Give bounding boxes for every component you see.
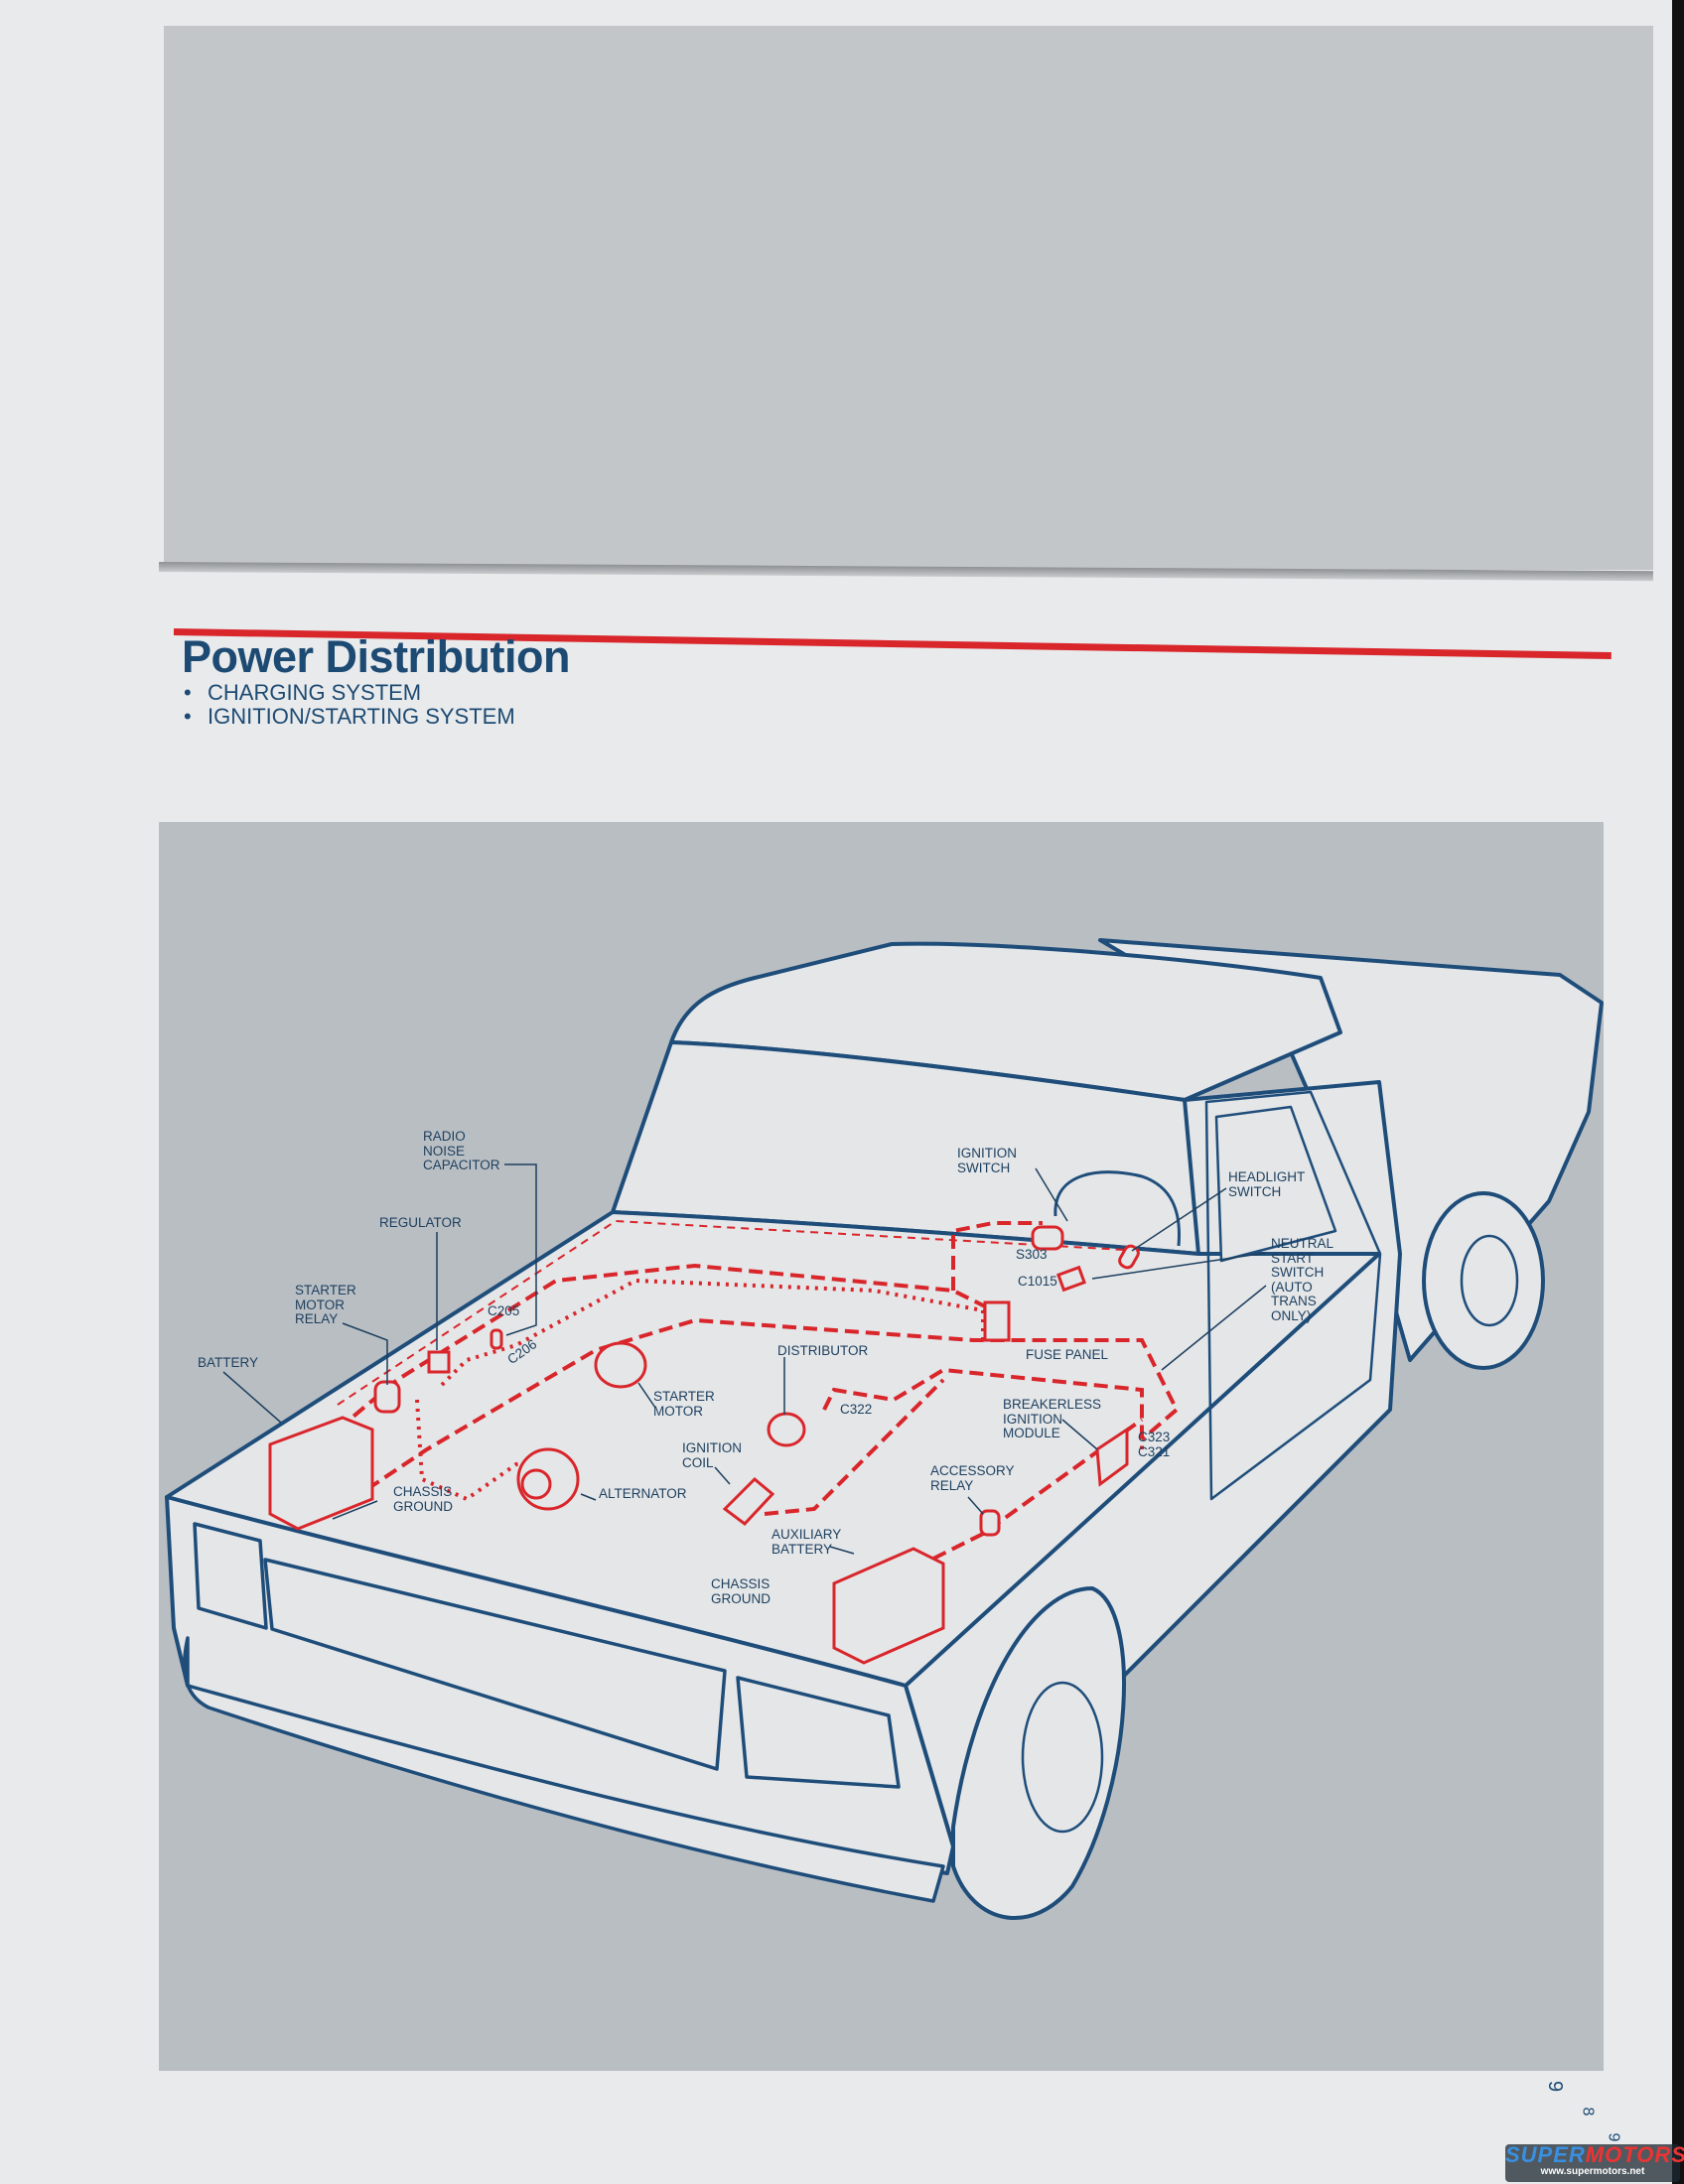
top-gray-panel	[164, 26, 1653, 570]
headlight-right	[736, 1676, 901, 1789]
headlight-left	[193, 1522, 268, 1630]
neutral-switch	[1056, 1265, 1086, 1293]
label-battery: BATTERY	[198, 1355, 259, 1370]
label-accessory-relay: ACCESSORY RELAY	[930, 1463, 1015, 1493]
label-ignition-switch: IGNITION SWITCH	[957, 1146, 1017, 1175]
charging-wire	[415, 1278, 985, 1502]
auxiliary-battery	[832, 1547, 945, 1665]
grille	[263, 1558, 727, 1771]
front-hub	[1021, 1681, 1104, 1834]
noise-capacitor	[490, 1328, 503, 1350]
watermark-logo: SUPERMOTORS	[1505, 2142, 1684, 2167]
watermark-url: www.supermotors.net	[1540, 2166, 1645, 2177]
regulator	[427, 1350, 451, 1374]
label-breakerless-ignition-module: BREAKERLESS IGNITION MODULE	[1003, 1397, 1102, 1440]
wire-coil	[764, 1378, 945, 1516]
cab-door	[1204, 1090, 1382, 1501]
ignition-coil	[722, 1476, 775, 1527]
rear-hub	[1460, 1234, 1519, 1327]
side-window	[1214, 1105, 1337, 1263]
topic-list: CHARGING SYSTEM IGNITION/STARTING SYSTEM	[184, 681, 515, 729]
topic-item: CHARGING SYSTEM	[184, 681, 515, 705]
page-title: Power Distribution	[182, 631, 571, 682]
label-neutral-start-switch: NEUTRAL START SWITCH (AUTO TRANS ONLY)	[1271, 1236, 1334, 1323]
scan-edge	[1672, 0, 1684, 2184]
starter-motor	[594, 1341, 647, 1389]
label-c1015: C1015	[1018, 1274, 1057, 1289]
label-auxiliary-battery: AUXILIARY BATTERY	[772, 1527, 842, 1557]
wire-dist	[822, 1367, 1144, 1449]
wire-dotted-1	[440, 1278, 985, 1387]
topic-item: IGNITION/STARTING SYSTEM	[184, 705, 515, 729]
accessory-relay-part	[979, 1509, 1001, 1537]
headlight-switch	[1118, 1244, 1140, 1270]
label-chassis-ground-2: CHASSIS GROUND	[711, 1576, 771, 1606]
fuse-panel	[983, 1300, 1011, 1342]
page-number: 9	[1544, 2080, 1567, 2093]
label-fuse-panel: FUSE PANEL	[1026, 1347, 1109, 1362]
label-distributor: DISTRIBUTOR	[777, 1343, 869, 1358]
label-chassis-ground: CHASSIS GROUND	[393, 1484, 453, 1514]
page-number: 9	[1605, 2132, 1622, 2142]
battery	[268, 1416, 374, 1531]
ignition-module	[1095, 1427, 1129, 1487]
ignition-switch	[1031, 1225, 1064, 1251]
label-regulator: REGULATOR	[379, 1215, 462, 1230]
label-c323-c321: C323 C321	[1138, 1430, 1171, 1459]
page-number: 8	[1579, 2107, 1597, 2116]
wire-main-2	[365, 1317, 1180, 1491]
label-ignition-coil: IGNITION COIL	[682, 1440, 742, 1470]
label-c205: C205	[488, 1303, 520, 1318]
steering-wheel	[1053, 1170, 1182, 1247]
label-c322: C322	[840, 1402, 873, 1417]
leader-lines	[222, 1163, 1267, 1555]
distributor	[767, 1412, 806, 1447]
label-starter-motor: STARTER MOTOR	[653, 1389, 715, 1419]
wire-thin	[337, 1219, 1143, 1406]
label-s303: S303	[1016, 1247, 1048, 1262]
front-bumper	[183, 1636, 945, 1903]
label-alternator: ALTERNATOR	[599, 1486, 687, 1501]
label-radio-noise-capacitor: RADIO NOISE CAPACITOR	[423, 1129, 500, 1172]
label-starter-motor-relay: STARTER MOTOR RELAY	[295, 1283, 356, 1326]
watermark: SUPERMOTORS www.supermotors.net	[1505, 2142, 1684, 2182]
wire-ign	[951, 1221, 1043, 1291]
label-headlight-switch: HEADLIGHT SWITCH	[1228, 1169, 1306, 1199]
starter-relay	[373, 1380, 401, 1414]
